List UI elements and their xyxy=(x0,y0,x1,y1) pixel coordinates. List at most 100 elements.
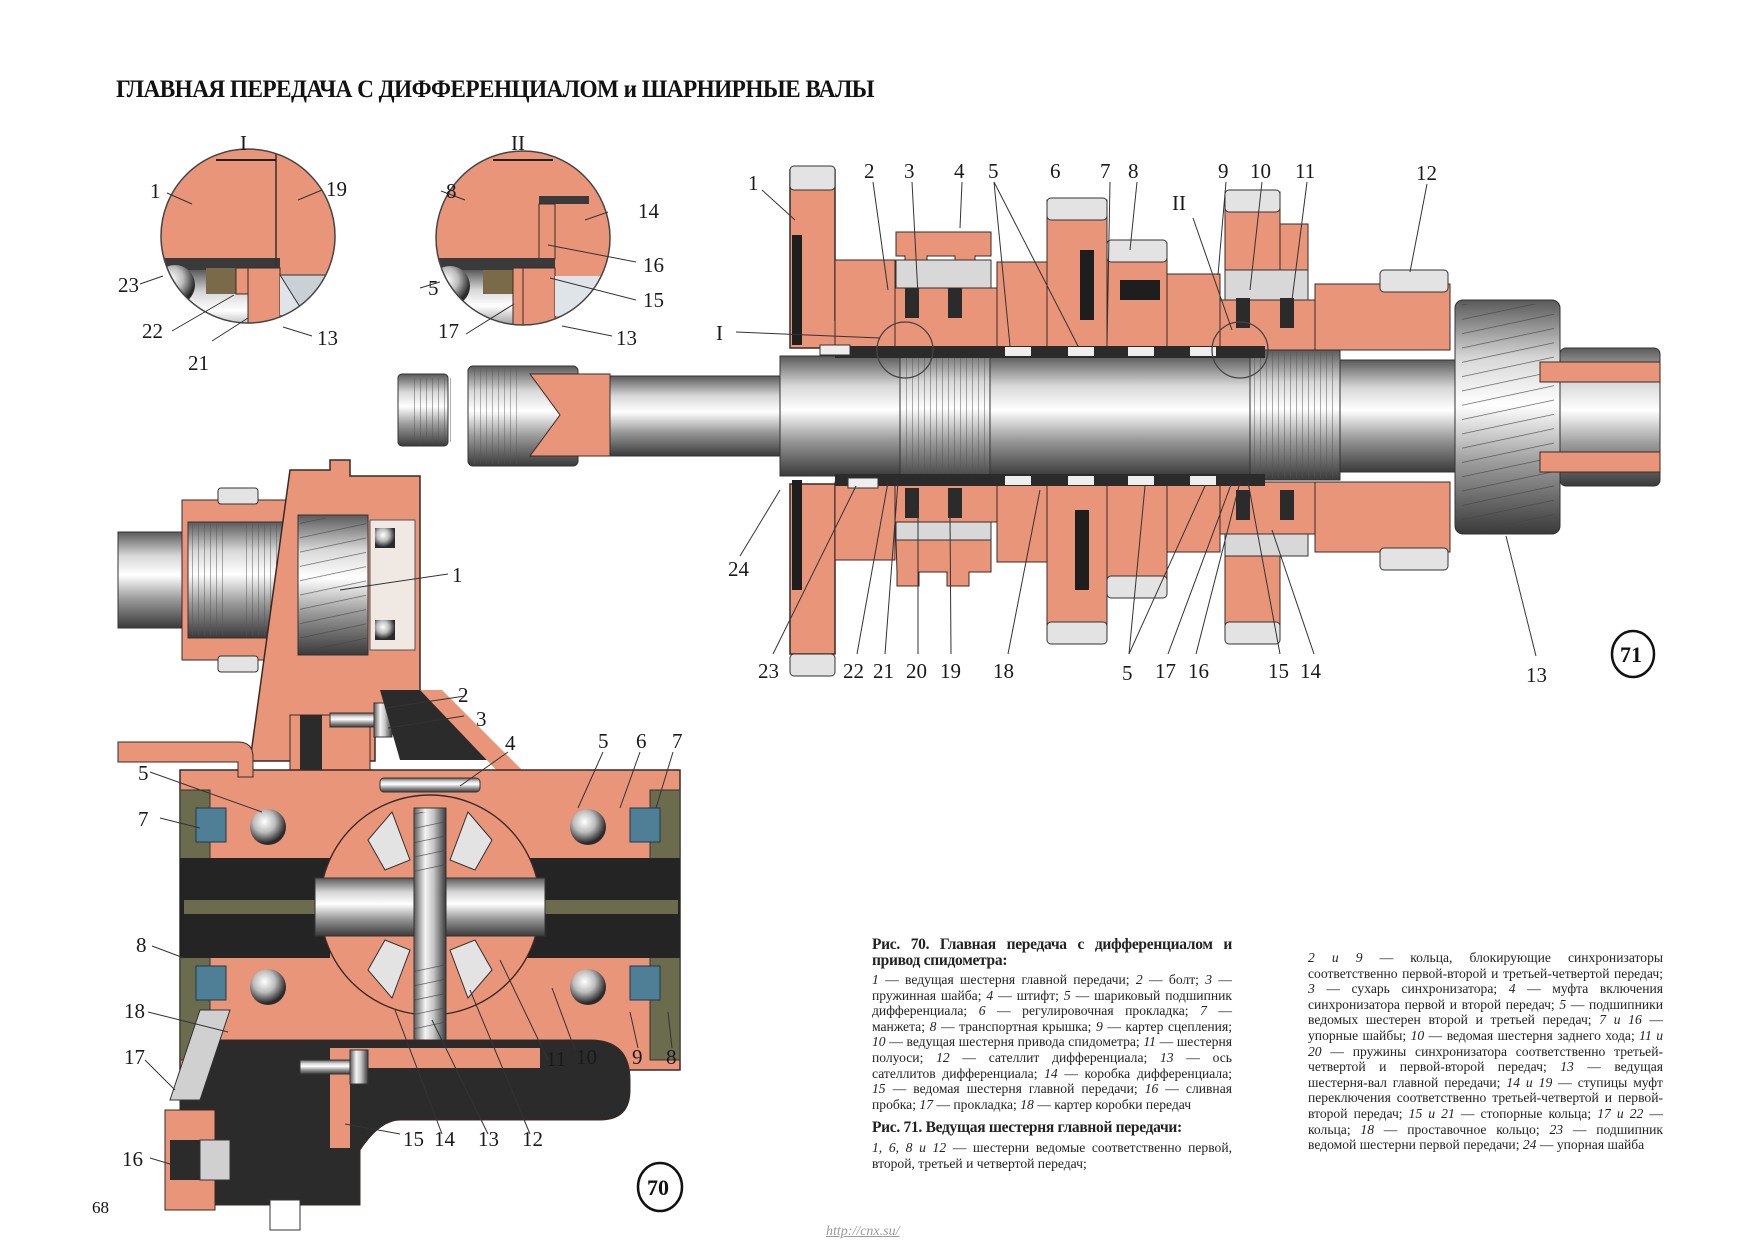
fig71-callout-18: 18 xyxy=(993,659,1014,683)
fig71-callout-10: 10 xyxy=(1250,159,1271,183)
fig71-marker-II: II xyxy=(1172,191,1186,215)
inset-detail-I: I 1 19 23 22 21 13 xyxy=(118,131,347,375)
fig70-callout-4: 4 xyxy=(505,731,516,755)
caption70-entry-text: — манжета; xyxy=(872,1003,1233,1034)
inset-I-label: I xyxy=(240,131,247,155)
caption71-entry-text: — муфта включения синхронизатора первой … xyxy=(1308,981,1663,1012)
caption71-entry-text: — пружины синхронизатора соответственно … xyxy=(1308,1043,1663,1075)
caption70-entry-text: — картер коробки передач xyxy=(1033,1096,1192,1112)
fig71-callout-3: 3 xyxy=(904,159,915,183)
caption71-entry-number: 14 и 19 xyxy=(1506,1074,1553,1090)
fig71-callout-24: 24 xyxy=(728,557,750,581)
caption71-entry: 10 — ведомая шестерня заднего хода; xyxy=(1411,1028,1640,1043)
caption-column-left: Рис. 70. Главная передача с дифференциал… xyxy=(872,937,1232,1172)
caption70-entry-number: 2 xyxy=(1135,972,1143,987)
fig71-callout-6: 6 xyxy=(1050,159,1061,183)
caption70-entry-number: 12 xyxy=(936,1049,950,1065)
fig71-marker-I: I xyxy=(716,321,723,345)
caption70-entry-number: 7 xyxy=(1200,1003,1207,1019)
fig70-callout-7-left: 7 xyxy=(138,807,149,831)
fig70-callout-6: 6 xyxy=(636,729,647,753)
page-number: 68 xyxy=(92,1198,109,1217)
caption71-entry-text: — ступицы муфт переключения соответствен… xyxy=(1308,1074,1663,1121)
caption71-entry-text: — ведомая шестерня заднего хода; xyxy=(1424,1027,1640,1043)
caption70-entry: 10 — ведущая шестерня привода спидометра… xyxy=(872,1034,1143,1049)
fig71-callout-13: 13 xyxy=(1526,663,1547,687)
caption70-entry-text: — шестерня полуоси; xyxy=(872,1034,1233,1065)
caption70-entry-number: 13 xyxy=(1159,1049,1174,1065)
inset-I-callout-22: 22 xyxy=(142,319,163,343)
caption70-entry: 1 — ведущая шестерня главной передачи; xyxy=(872,972,1136,987)
fig71-callout-17: 17 xyxy=(1155,659,1176,683)
caption70-entry-text: — транспортная крышка; xyxy=(936,1018,1096,1034)
caption70-entry: 3 — пружинная шайба; xyxy=(872,972,1232,1003)
caption71-entry-number: 17 и 22 xyxy=(1597,1105,1644,1121)
caption71-entry: 18 — проставочное кольцо; xyxy=(1360,1122,1549,1137)
detail-circle-II xyxy=(1211,321,1269,379)
fig70-callout-1: 1 xyxy=(452,563,463,587)
caption71-entry-text: — упорные шайбы; xyxy=(1308,1012,1664,1043)
fig70-callout-8-left: 8 xyxy=(136,933,147,957)
fig70-callout-8-right: 8 xyxy=(666,1045,677,1069)
caption71-entry-number: 11 и 20 xyxy=(1308,1027,1664,1059)
caption71-entry: 7 и 16 — упорные шайбы; xyxy=(1308,1012,1663,1043)
fig70-callout-15: 15 xyxy=(403,1127,424,1151)
inset-I-callout-13: 13 xyxy=(317,326,338,350)
fig70-number: 70 xyxy=(647,1175,669,1200)
inset-I-callout-23: 23 xyxy=(118,273,139,297)
inset-II-callout-13: 13 xyxy=(616,326,637,350)
fig71-callout-7: 7 xyxy=(1100,159,1111,183)
figure-70-drawing: 1 2 3 4 5 6 7 5 7 8 18 17 16 15 14 13 12… xyxy=(117,459,684,1231)
caption70-entry-text: — ведущая шестерня привода спидометра; xyxy=(885,1034,1144,1050)
fig71-callout-1: 1 xyxy=(748,171,759,195)
caption70-entry: 7 — манжета; xyxy=(872,1003,1232,1034)
caption70-entry-text: — шариковый подшипник дифференциала; xyxy=(872,987,1232,1019)
fig71-callout-14: 14 xyxy=(1300,659,1322,683)
caption70-entry-text: — ведущая шестерня главной передачи; xyxy=(878,972,1136,987)
caption70-entry: 16 — сливная пробка; xyxy=(872,1081,1232,1112)
inset-II-callout-14: 14 xyxy=(638,199,660,223)
caption70-entry-number: 16 xyxy=(1144,1081,1159,1097)
caption71-entry: 2 и 9 — кольца, блокирующие синхронизато… xyxy=(1308,950,1663,981)
fig70-callout-16: 16 xyxy=(122,1147,143,1171)
caption70-entry-number: 11 xyxy=(1143,1034,1156,1050)
caption71-entry-text: — сухарь синхронизатора; xyxy=(1314,981,1509,997)
caption70-entry: 9 — картер сцепления; xyxy=(1096,1019,1232,1034)
fig71-callout-11: 11 xyxy=(1295,159,1315,183)
inset-I-callout-19: 19 xyxy=(326,177,347,201)
fig70-callout-17: 17 xyxy=(124,1045,145,1069)
caption70-entry-number: 3 xyxy=(1205,972,1213,987)
caption71-entry-number: 7 и 16 xyxy=(1599,1012,1642,1028)
fig71-callout-15: 15 xyxy=(1268,659,1289,683)
inset-detail-II: II 8 14 16 5 15 17 13 xyxy=(419,131,664,350)
caption71-entry-text: — упорная шайба xyxy=(1536,1137,1645,1153)
fig71-callout-2: 2 xyxy=(864,159,875,183)
caption70-entry: 12 — сателлит дифференциала; xyxy=(936,1050,1160,1065)
inset-II-callout-8: 8 xyxy=(446,179,457,203)
fig70-callout-18: 18 xyxy=(124,999,145,1023)
caption70-entry-text: — регулировочная прокладка; xyxy=(985,1003,1201,1019)
caption71-entry-number: 18 xyxy=(1360,1121,1374,1137)
fig71-callout-9: 9 xyxy=(1218,159,1229,183)
caption70-entry-number: 15 xyxy=(872,1081,886,1097)
caption71-entry-number: 1, 6, 8 и 12 xyxy=(872,1140,947,1156)
fig70-callout-2: 2 xyxy=(458,683,469,707)
caption71-entry-number: 23 xyxy=(1549,1121,1564,1137)
caption70-entry-text: — картер сцепления; xyxy=(1102,1018,1232,1034)
fig71-callout-20: 20 xyxy=(906,659,927,683)
caption71-entry-number: 10 xyxy=(1410,1027,1425,1043)
caption70-entry-text: — сателлит дифференциала; xyxy=(949,1049,1160,1065)
caption71-entry-text: — шестерни ведомые соответственно первой… xyxy=(872,1140,1232,1171)
caption70-entry-text: — прокладка; xyxy=(933,1096,1021,1112)
caption70-entry: 6 — регулировочная прокладка; xyxy=(979,1003,1200,1018)
caption70-entry-number: 10 xyxy=(872,1034,886,1050)
caption70-entry-number: 8 xyxy=(929,1018,937,1034)
caption71-entry-number: 4 xyxy=(1508,981,1516,997)
caption71-entry-text: — подшипник ведомой шестерни первой пере… xyxy=(1308,1121,1663,1153)
fig71-callout-8: 8 xyxy=(1128,159,1139,183)
page-title: ГЛАВНАЯ ПЕРЕДАЧА С ДИФФЕРЕНЦИАЛОМ и ШАРН… xyxy=(116,76,875,103)
caption70-entry: 4 — штифт; xyxy=(986,988,1063,1003)
fig71-callout-5: 5 xyxy=(988,159,999,183)
source-link[interactable]: http://cnx.su/ xyxy=(826,1224,900,1239)
fig70-number-badge xyxy=(636,1161,684,1213)
